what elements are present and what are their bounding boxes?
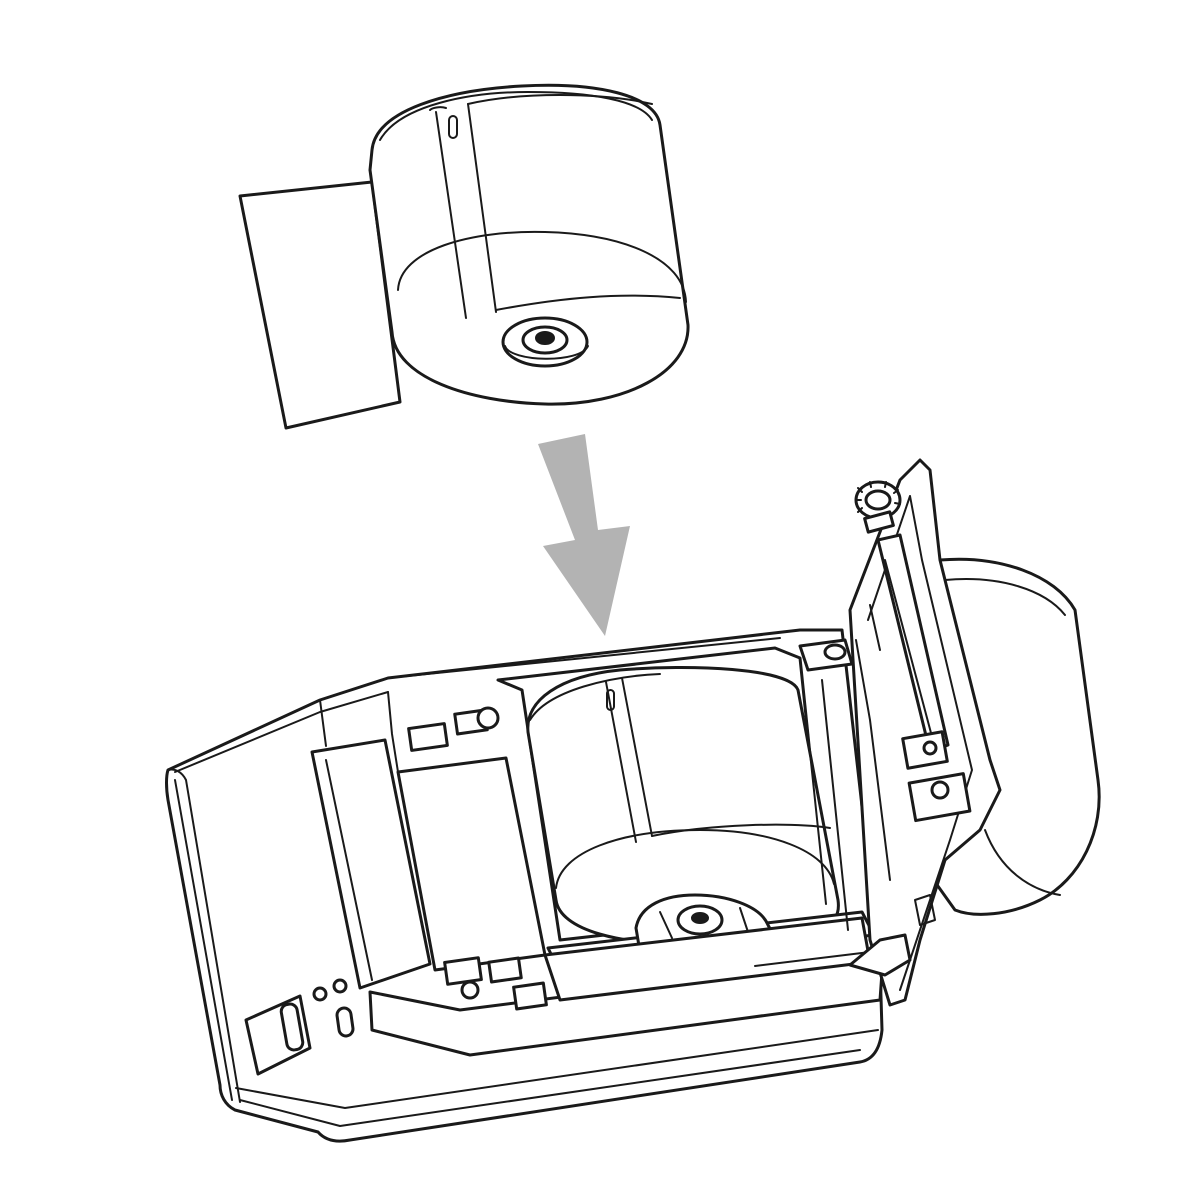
left-mechanism xyxy=(407,706,548,1011)
label-seam-3 xyxy=(429,106,447,111)
roll-top-rim xyxy=(379,91,653,141)
label-edge-bottom xyxy=(495,294,681,311)
feed-button[interactable] xyxy=(335,1006,355,1038)
control-panel xyxy=(244,978,355,1076)
roll-core-rim xyxy=(504,345,589,360)
back-wall-top xyxy=(387,637,781,679)
left-guide-inner xyxy=(325,759,373,981)
installed-label-edge xyxy=(651,823,831,837)
open-lid[interactable] xyxy=(848,458,1101,1007)
installed-label-seam-2 xyxy=(605,681,637,843)
platen-roller xyxy=(876,533,950,754)
left-wall-2 xyxy=(319,699,327,747)
roll-core-hole xyxy=(535,331,555,345)
printer-front-lip xyxy=(235,1029,879,1109)
roll-slot-mark xyxy=(448,115,458,139)
lid-rod-2 xyxy=(869,604,881,651)
printer-front-bottom xyxy=(239,1049,861,1127)
label-seam-2 xyxy=(467,103,497,313)
roll-end-face xyxy=(397,230,687,303)
indicator-led-2 xyxy=(332,978,348,994)
lid-shell-edge xyxy=(944,578,1066,616)
installed-roll-rim xyxy=(529,673,661,721)
lid-sensor-strip xyxy=(914,894,936,926)
lid-rod-1 xyxy=(855,639,891,881)
printer-top-edge xyxy=(174,691,389,773)
left-paper-guide[interactable] xyxy=(310,738,432,990)
lid-frame-inner xyxy=(867,495,973,991)
installed-label-seam-1 xyxy=(621,677,653,837)
right-inner-wall xyxy=(799,657,827,905)
installed-roll-face xyxy=(555,829,835,889)
lid-shell-curve xyxy=(984,829,1061,896)
printer-left-side-inner xyxy=(167,768,241,1103)
paper-roll xyxy=(238,83,690,430)
insert-direction-arrow xyxy=(538,434,630,636)
printer xyxy=(165,628,884,1143)
installed-slot-mark xyxy=(606,689,615,711)
gear-icon xyxy=(854,480,902,534)
label-edge-top xyxy=(467,94,653,105)
roll-body xyxy=(368,83,690,406)
indicator-led-1 xyxy=(312,986,328,1002)
exit-slot xyxy=(754,951,871,967)
holder-core-hole xyxy=(691,912,709,924)
power-switch[interactable] xyxy=(279,1002,305,1052)
label-seam-1 xyxy=(435,111,467,319)
printer-left-side xyxy=(174,779,233,1101)
paper-leader-sheet xyxy=(238,180,402,430)
left-wall xyxy=(387,691,399,773)
lid-hinge xyxy=(848,933,912,977)
